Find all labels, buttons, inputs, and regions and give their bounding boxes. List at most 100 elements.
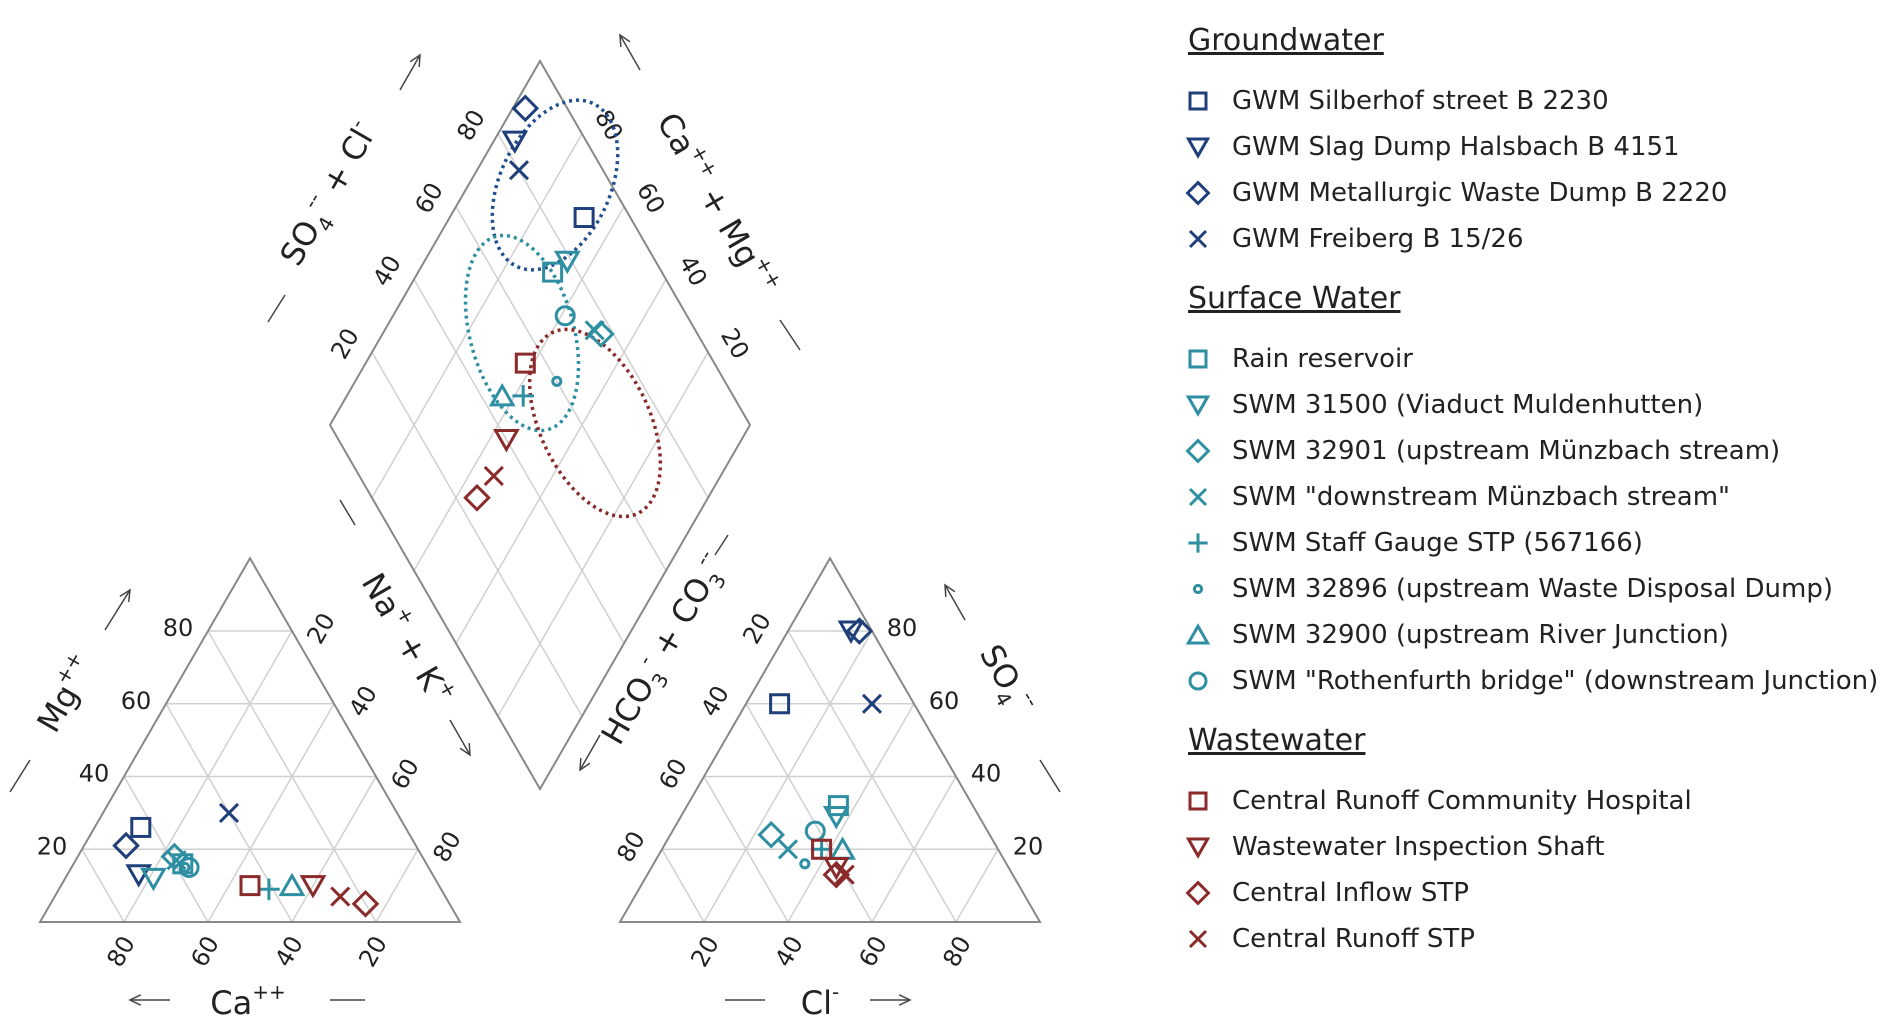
dot-marker-icon: [1192, 583, 1204, 595]
legend-item: GWM Silberhof street B 2230: [1178, 78, 1898, 124]
anion-cl-tick-label: 60: [853, 931, 893, 971]
legend-marker: [1192, 583, 1204, 595]
x-marker-icon: [1188, 929, 1208, 949]
x-marker-icon: [1188, 487, 1208, 507]
legend-marker: [1185, 880, 1211, 906]
point-gwm-freiberg-b-15-26-diamond: [508, 160, 530, 181]
legend-item: GWM Freiberg B 15/26: [1178, 216, 1898, 262]
anion-triangle-grid-line: [661, 848, 705, 923]
legend-item: Rain reservoir: [1178, 336, 1898, 382]
point-swm-32900-upstream-river-junction-cation: [278, 872, 306, 897]
point-central-runoff-community-hospital-cation: [239, 875, 261, 897]
point-gwm-silberhof-street-b-2230-anion: [769, 693, 791, 715]
triangle-up-marker-icon: [1185, 623, 1211, 645]
camg-axis-dash: [779, 319, 801, 351]
point-gwm-slag-dump-halsbach-b-4151-anion: [837, 620, 865, 644]
legend-marker: [1185, 137, 1211, 159]
legend-item: Central Runoff STP: [1178, 916, 1898, 962]
mg-axis-arrow-head: [119, 588, 131, 603]
legend-item: GWM Metallurgic Waste Dump B 2220: [1178, 170, 1898, 216]
legend-item: SWM "Rothenfurth bridge" (downstream Jun…: [1178, 658, 1898, 704]
point-wastewater-inspection-shaft-diamond: [493, 429, 520, 453]
anion-so4-tick-label: 40: [971, 760, 1002, 788]
legend-marker: [1188, 671, 1208, 691]
triangle-down-marker-icon: [1185, 137, 1211, 159]
anion-so4-tick-label: 60: [929, 687, 960, 715]
point-swm-32896-upstream-waste-disposal-dump-diamond: [551, 375, 563, 387]
legend-marker: [1185, 180, 1211, 206]
legend-group-title: Surface Water: [1188, 281, 1401, 316]
point-gwm-freiberg-b-15-26-anion: [861, 693, 883, 714]
legend-item: SWM 31500 (Viaduct Muldenhutten): [1178, 382, 1898, 428]
legend-item: SWM 32900 (upstream River Junction): [1178, 612, 1898, 658]
diamond-so4cl-tick-label: 60: [409, 178, 449, 218]
cl-axis-arrow-head: [898, 994, 912, 1006]
point-gwm-freiberg-b-15-26-cation: [218, 802, 240, 823]
square-marker-icon: [1188, 91, 1208, 111]
cation-nak-tick-label: 40: [343, 681, 383, 721]
point-gwm-slag-dump-halsbach-b-4151-diamond: [501, 130, 529, 155]
hco3-axis-dash: [714, 534, 729, 556]
diamond-grid-line: [371, 351, 583, 717]
legend-item: Wastewater Inspection Shaft: [1178, 824, 1898, 870]
cation-ca-tick-label: 20: [353, 931, 393, 971]
point-swm-downstream-m-nzbach-stream-anion: [777, 839, 799, 860]
legend-item: SWM 32901 (upstream Münzbach stream): [1178, 428, 1898, 474]
legend-item-label: SWM Staff Gauge STP (567166): [1232, 528, 1643, 558]
camg-axis-arrow: [619, 34, 641, 71]
legend-item: GWM Slag Dump Halsbach B 4151: [1178, 124, 1898, 170]
cation-ca-tick-label: 40: [269, 931, 309, 971]
cation-mg-tick-label: 40: [79, 760, 110, 788]
legend-item-label: SWM 32901 (upstream Münzbach stream): [1232, 436, 1781, 466]
plus-marker-icon: [1188, 533, 1208, 553]
point-swm-32896-upstream-waste-disposal-dump-anion: [799, 858, 811, 870]
cation-ca-tick-label: 80: [101, 931, 141, 971]
cation-mg-tick-label: 60: [121, 687, 152, 715]
legend-marker: [1188, 791, 1208, 811]
point-swm-32900-upstream-river-junction-diamond: [488, 382, 516, 407]
point-central-inflow-stp-cation: [351, 889, 380, 918]
point-central-runoff-community-hospital-diamond: [514, 352, 536, 374]
point-swm-31500-viaduct-muldenhutten-anion: [822, 806, 850, 830]
legend-item-label: SWM 31500 (Viaduct Muldenhutten): [1232, 390, 1704, 420]
point-gwm-silberhof-street-b-2230-cation: [130, 816, 152, 838]
legend-item-label: GWM Metallurgic Waste Dump B 2220: [1232, 178, 1728, 208]
legend-item-label: Central Runoff STP: [1232, 924, 1475, 954]
nak-axis-dash: [339, 499, 356, 526]
legend-item-label: SWM 32896 (upstream Waste Disposal Dump): [1232, 574, 1834, 604]
point-gwm-metallurgic-waste-dump-b-2220-cation: [112, 831, 140, 860]
triangle-down-marker-icon: [1185, 837, 1211, 859]
point-gwm-slag-dump-halsbach-b-4151-cation: [125, 864, 153, 888]
anion-cl-tick-label: 20: [685, 931, 725, 971]
legend-marker: [1185, 837, 1211, 859]
diamond-camg-tick-label: 20: [715, 323, 755, 363]
cation-triangle-grid-line: [375, 848, 419, 923]
anion-cl-tick-label: 40: [769, 931, 809, 971]
legend-item-label: Central Inflow STP: [1232, 878, 1469, 908]
nak-axis-arrow: [449, 719, 471, 756]
cation-nak-tick-label: 80: [427, 827, 467, 867]
so4-axis-arrow: [944, 584, 966, 621]
anion-so4-tick-label: 80: [887, 614, 918, 642]
point-central-inflow-stp-diamond: [463, 483, 491, 512]
point-swm-rothenfurth-bridge-downstream-junction-diamond: [554, 305, 576, 327]
point-swm-31500-viaduct-muldenhutten-cation: [140, 867, 167, 892]
legend-marker: [1185, 395, 1211, 417]
legend-item-label: SWM 32900 (upstream River Junction): [1232, 620, 1729, 650]
ca-axis-arrow-head: [128, 994, 142, 1006]
point-swm-staff-gauge-stp-567166-anion: [810, 838, 833, 861]
diamond-grid-line: [371, 133, 583, 499]
point-central-runoff-stp-cation: [330, 886, 351, 907]
legend-item: SWM 32896 (upstream Waste Disposal Dump): [1178, 566, 1898, 612]
diamond-grid-line: [497, 133, 709, 499]
legend-item-label: GWM Silberhof street B 2230: [1232, 86, 1609, 116]
point-gwm-silberhof-street-b-2230-diamond: [573, 207, 595, 229]
point-swm-downstream-m-nzbach-stream-diamond: [584, 320, 605, 341]
so4cl-axis-arrow-head: [409, 53, 421, 68]
square-marker-icon: [1188, 349, 1208, 369]
point-central-runoff-stp-diamond: [483, 465, 504, 487]
